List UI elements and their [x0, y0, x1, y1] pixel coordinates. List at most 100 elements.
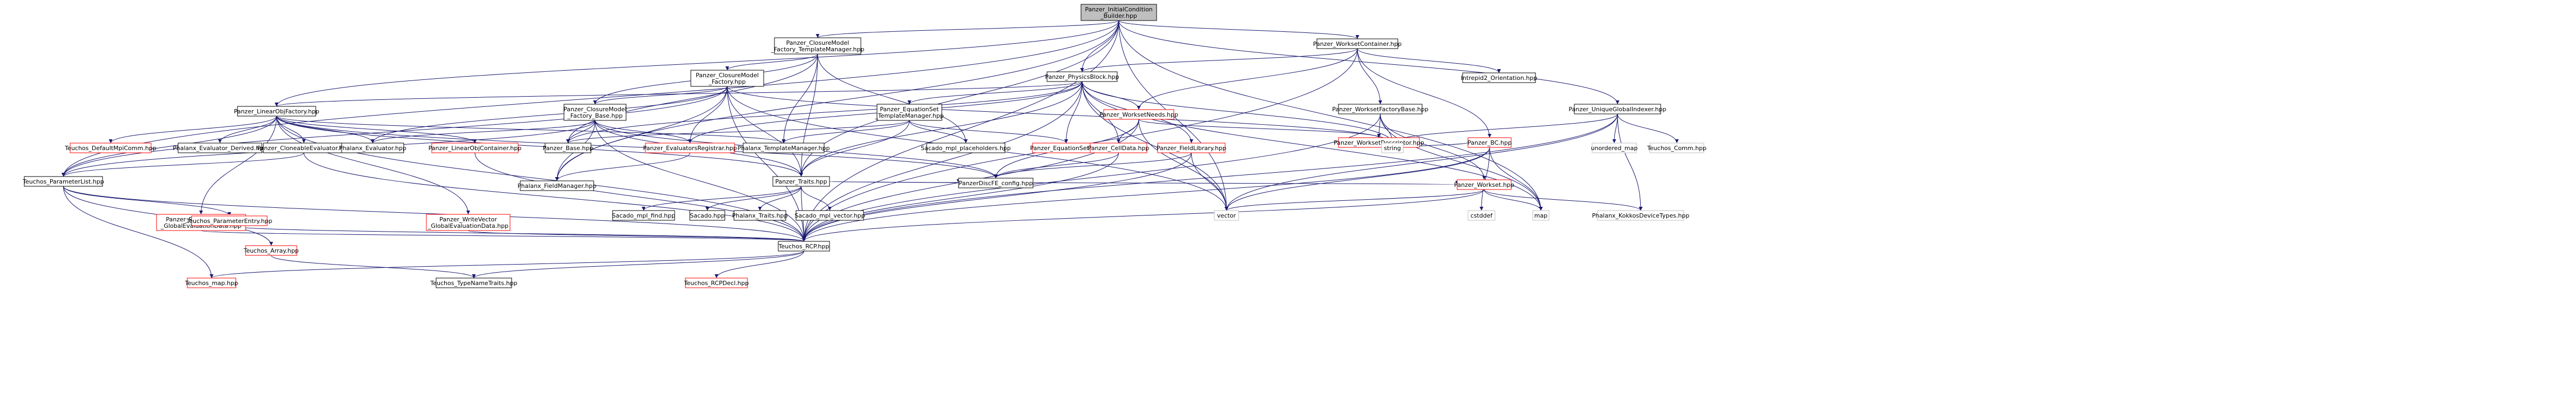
node-cmfTM[interactable]: Panzer_ClosureModel_Factory_TemplateMana… — [770, 37, 865, 55]
node-tmap[interactable]: Teuchos_map.hpp — [185, 278, 238, 288]
edge-cmfTM-to-sacph — [817, 53, 968, 144]
edge-lof-to-traits — [276, 116, 803, 177]
edge-workset-to-vector — [1225, 189, 1485, 211]
node-box-phxed — [178, 143, 262, 153]
node-root[interactable]: Panzer_InitialCondition_Builder.hpp — [1080, 4, 1157, 21]
node-label-tarray-0: Teuchos_Array.hpp — [243, 247, 298, 254]
node-base[interactable]: Panzer_Base.hpp — [543, 143, 594, 153]
node-tpe[interactable]: Teuchos_ParameterEntry.hpp — [186, 215, 273, 226]
node-phxtm[interactable]: Phalanx_TemplateManager.hpp — [738, 143, 830, 153]
node-pb[interactable]: Panzer_PhysicsBlock.hpp — [1045, 71, 1119, 82]
node-box-tmap — [187, 278, 236, 288]
node-box-tpl — [24, 176, 103, 187]
node-traits[interactable]: Panzer_Traits.hpp — [772, 176, 830, 187]
node-label-lof-0: Panzer_LinearObjFactory.hpp — [234, 108, 319, 115]
node-string[interactable]: string — [1381, 143, 1404, 153]
edge-traits-to-sac — [705, 186, 801, 211]
node-label-base-0: Panzer_Base.hpp — [543, 145, 594, 152]
node-phxkdt[interactable]: Phalanx_KokkosDeviceTypes.hpp — [1592, 210, 1689, 221]
node-tcomm[interactable]: Teuchos_Comm.hpp — [1647, 143, 1707, 153]
node-ce[interactable]: Panzer_CloneableEvaluator.hpp — [257, 143, 351, 153]
edge-wfb-to-workset — [1380, 113, 1486, 180]
edge-lof-to-tpl — [62, 116, 277, 177]
edge-workset-to-map — [1484, 189, 1543, 211]
node-label-intrepid-0: Intrepid2_Orientation.hpp — [1461, 75, 1538, 82]
edge-pb-to-lof — [275, 81, 1083, 107]
node-eqset[interactable]: Panzer_EquationSet.hpp — [1030, 143, 1103, 153]
node-box-pb — [1046, 71, 1118, 82]
node-trcpdecl[interactable]: Teuchos_RCPDecl.hpp — [684, 278, 749, 288]
node-label-smv-0: Sacado_mpl_vector.hpp — [794, 212, 865, 219]
node-er[interactable]: Panzer_EvaluatorsRegistrar.hpp — [643, 143, 737, 153]
edge-pb-to-eqsetTM — [907, 81, 1083, 105]
node-woVec[interactable]: Panzer_WriteVector_GlobalEvaluationData.… — [426, 214, 511, 231]
node-label-phxed-0: Phalanx_Evaluator_Derived.hpp — [173, 145, 267, 152]
node-phxfm[interactable]: Phalanx_FieldManager.hpp — [518, 180, 596, 191]
edge-traits-to-smv — [801, 186, 832, 211]
edge-pb-to-map — [1082, 81, 1543, 211]
node-cmfb[interactable]: Panzer_ClosureModel_Factory_Base.hpp — [563, 104, 627, 121]
edge-ugi-to-rcp — [802, 113, 1618, 242]
node-bc[interactable]: Panzer_BC.hpp — [1467, 137, 1512, 148]
edge-tpl-to-tpe — [63, 186, 232, 216]
edge-wn-to-celldata — [1117, 119, 1139, 144]
edge-root-to-map — [1118, 20, 1543, 211]
edge-cmfTM-to-base — [566, 53, 818, 144]
edge-woVec-to-rcp — [468, 230, 806, 242]
node-eqsetTM[interactable]: Panzer_EquationSet_TemplateManager.hpp — [874, 104, 944, 121]
node-celldata[interactable]: Panzer_CellData.hpp — [1088, 143, 1150, 153]
node-phxe[interactable]: Phalanx_Evaluator.hpp — [339, 143, 406, 153]
node-lof[interactable]: Panzer_LinearObjFactory.hpp — [234, 106, 320, 117]
node-sac[interactable]: Sacado.hpp — [689, 210, 725, 221]
node-cmf[interactable]: Panzer_ClosureModel_Factory.hpp — [690, 70, 764, 87]
edge-celldata-to-rcp — [802, 152, 1119, 242]
node-label-cmfTM-1: _Factory_TemplateManager.hpp — [770, 46, 864, 53]
node-wd[interactable]: Panzer_WorksetDescriptor.hpp — [1334, 137, 1424, 148]
edge-lof-to-phxtm — [276, 116, 786, 144]
edge-roVec-to-rcp — [201, 230, 806, 242]
node-box-bc — [1467, 137, 1512, 148]
node-sacph[interactable]: Sacado_mpl_placeholders.hpp — [921, 143, 1011, 153]
node-smv[interactable]: Sacado_mpl_vector.hpp — [794, 210, 865, 221]
node-label-ce-0: Panzer_CloneableEvaluator.hpp — [257, 145, 350, 152]
node-label-loc-0: Panzer_LinearObjContainer.hpp — [429, 145, 521, 152]
node-wfb[interactable]: Panzer_WorksetFactoryBase.hpp — [1332, 104, 1429, 114]
edge-tpl-to-rcp — [63, 186, 806, 242]
node-umap[interactable]: unordered_map — [1591, 143, 1638, 153]
node-wc[interactable]: Panzer_WorksetContainer.hpp — [1313, 38, 1402, 49]
node-phxed[interactable]: Phalanx_Evaluator_Derived.hpp — [173, 143, 267, 153]
node-tdmpc[interactable]: Teuchos_DefaultMpiComm.hpp — [64, 143, 157, 153]
node-vector[interactable]: vector — [1214, 210, 1239, 221]
node-box-trcpdecl — [685, 278, 748, 288]
node-box-phxe — [341, 143, 404, 153]
node-intrepid[interactable]: Intrepid2_Orientation.hpp — [1461, 72, 1538, 83]
node-ugi[interactable]: Panzer_UniqueGlobalIndexer.hpp — [1569, 104, 1667, 114]
node-wn[interactable]: Panzer_WorksetNeeds.hpp — [1099, 109, 1178, 120]
edge-wc-to-wn — [1137, 48, 1358, 110]
node-smf[interactable]: Sacado_mpl_find.hpp — [612, 210, 675, 221]
node-phxtr[interactable]: Phalanx_Traits.hpp — [732, 210, 788, 221]
node-box-root — [1080, 4, 1157, 21]
node-rcp[interactable]: Teuchos_RCP.hpp — [778, 241, 830, 252]
node-label-sac-0: Sacado.hpp — [690, 212, 724, 219]
node-tarray[interactable]: Teuchos_Array.hpp — [243, 245, 299, 256]
edge-cmf-to-phxe — [371, 86, 728, 144]
node-cstddef[interactable]: cstddef — [1467, 210, 1496, 221]
node-tpl[interactable]: Teuchos_ParameterList.hpp — [22, 176, 104, 187]
node-label-string-0: string — [1384, 145, 1401, 152]
node-fl[interactable]: Panzer_FieldLibrary.hpp — [1157, 143, 1226, 153]
node-map[interactable]: map — [1532, 210, 1549, 221]
node-loc[interactable]: Panzer_LinearObjContainer.hpp — [429, 143, 521, 153]
edge-lof-to-pdiste — [276, 116, 998, 179]
edge-wfb-to-rcp — [802, 113, 1381, 242]
edge-wc-to-pb — [1080, 48, 1358, 72]
node-pdiste[interactable]: PanzerDiscFE_config.hpp — [958, 178, 1034, 188]
node-label-map-0: map — [1534, 212, 1547, 219]
node-workset[interactable]: Panzer_Workset.hpp — [1454, 179, 1514, 190]
node-ttnt[interactable]: Teuchos_TypeNameTraits.hpp — [430, 278, 518, 288]
node-box-pdiste — [958, 178, 1034, 188]
node-label-tpl-0: Teuchos_ParameterList.hpp — [22, 178, 104, 185]
node-label-cstddef-0: cstddef — [1471, 212, 1493, 219]
node-box-smf — [612, 210, 675, 221]
edge-cmfb-to-rcp — [595, 120, 806, 242]
